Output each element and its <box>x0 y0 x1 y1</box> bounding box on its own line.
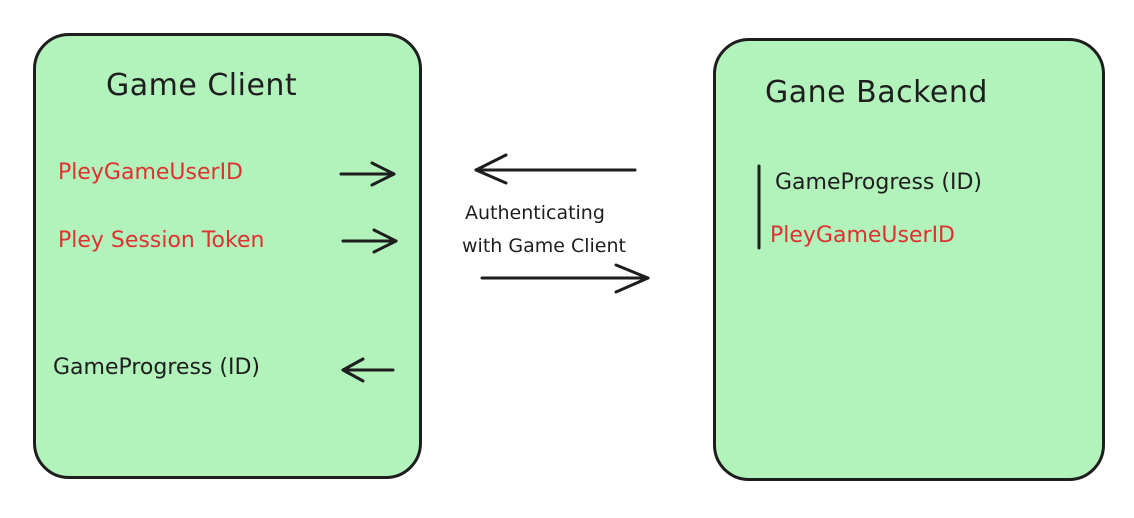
backend-game-progress-label: GameProgress (ID) <box>775 170 982 195</box>
authentication-caption: Authenticating with Game Client <box>462 197 626 263</box>
game-client-title: Game Client <box>106 68 298 103</box>
game-backend-box <box>713 38 1105 481</box>
client-pley-game-user-id-label: PleyGameUserID <box>58 160 244 185</box>
client-game-progress-label: GameProgress (ID) <box>53 355 260 380</box>
client-to-backend-arrow-icon <box>480 263 650 294</box>
client-session-token-right-arrow-icon <box>341 228 398 254</box>
client-pley-session-token-label: Pley Session Token <box>58 228 265 253</box>
client-game-progress-left-arrow-icon <box>341 357 395 383</box>
game-client-box <box>33 33 422 479</box>
caption-line-1: Authenticating <box>465 202 605 224</box>
client-user-id-right-arrow-icon <box>339 161 396 187</box>
backend-pley-game-user-id-label: PleyGameUserID <box>770 223 956 248</box>
backend-to-client-arrow-icon <box>474 153 637 185</box>
game-backend-title: Gane Backend <box>765 75 988 110</box>
caption-line-2: with Game Client <box>462 235 626 257</box>
